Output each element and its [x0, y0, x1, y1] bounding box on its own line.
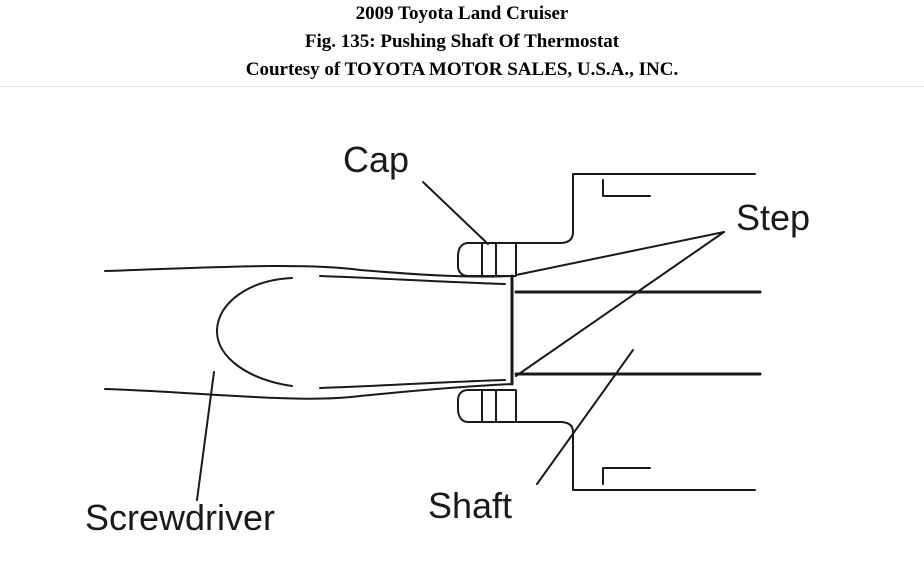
housing-lower-slot: [602, 467, 651, 485]
screwdriver-upper-edge: [104, 265, 513, 278]
screwdriver-inner-lower: [319, 379, 506, 389]
housing-lower-outline: [495, 421, 756, 491]
shaft-drawing: [514, 290, 762, 376]
shaft-leader: [536, 349, 634, 485]
screwdriver-drawing: [104, 265, 514, 400]
figure-caption: Fig. 135: Pushing Shaft Of Thermostat: [304, 31, 620, 52]
cap-leader: [422, 181, 489, 245]
leader-lines: [196, 181, 725, 501]
screwdriver-leader: [196, 371, 215, 501]
housing-upper-outline: [495, 173, 756, 244]
screwdriver-label: Screwdriver: [85, 497, 276, 538]
document-title: 2009 Toyota Land Cruiser: [355, 3, 569, 24]
step-leader-upper: [515, 231, 725, 276]
housing-upper-slot: [602, 179, 651, 197]
shaft-label: Shaft: [428, 485, 513, 526]
document-header: 2009 Toyota Land Cruiser Fig. 135: Pushi…: [0, 0, 924, 86]
step-leader-lower: [515, 231, 725, 377]
cap-upper: [457, 242, 517, 277]
courtesy-line: Courtesy of TOYOTA MOTOR SALES, U.S.A., …: [245, 59, 679, 80]
housing-drawing: [495, 173, 756, 491]
cap-label: Cap: [343, 139, 410, 180]
step-label: Step: [736, 197, 811, 238]
screwdriver-inner-upper: [319, 275, 506, 285]
screwdriver-lower-edge: [104, 383, 513, 400]
screwdriver-grip-oval: [215, 277, 293, 387]
cap-lower: [457, 389, 517, 423]
cap-drawing: [457, 242, 517, 423]
header-divider: [0, 86, 924, 87]
